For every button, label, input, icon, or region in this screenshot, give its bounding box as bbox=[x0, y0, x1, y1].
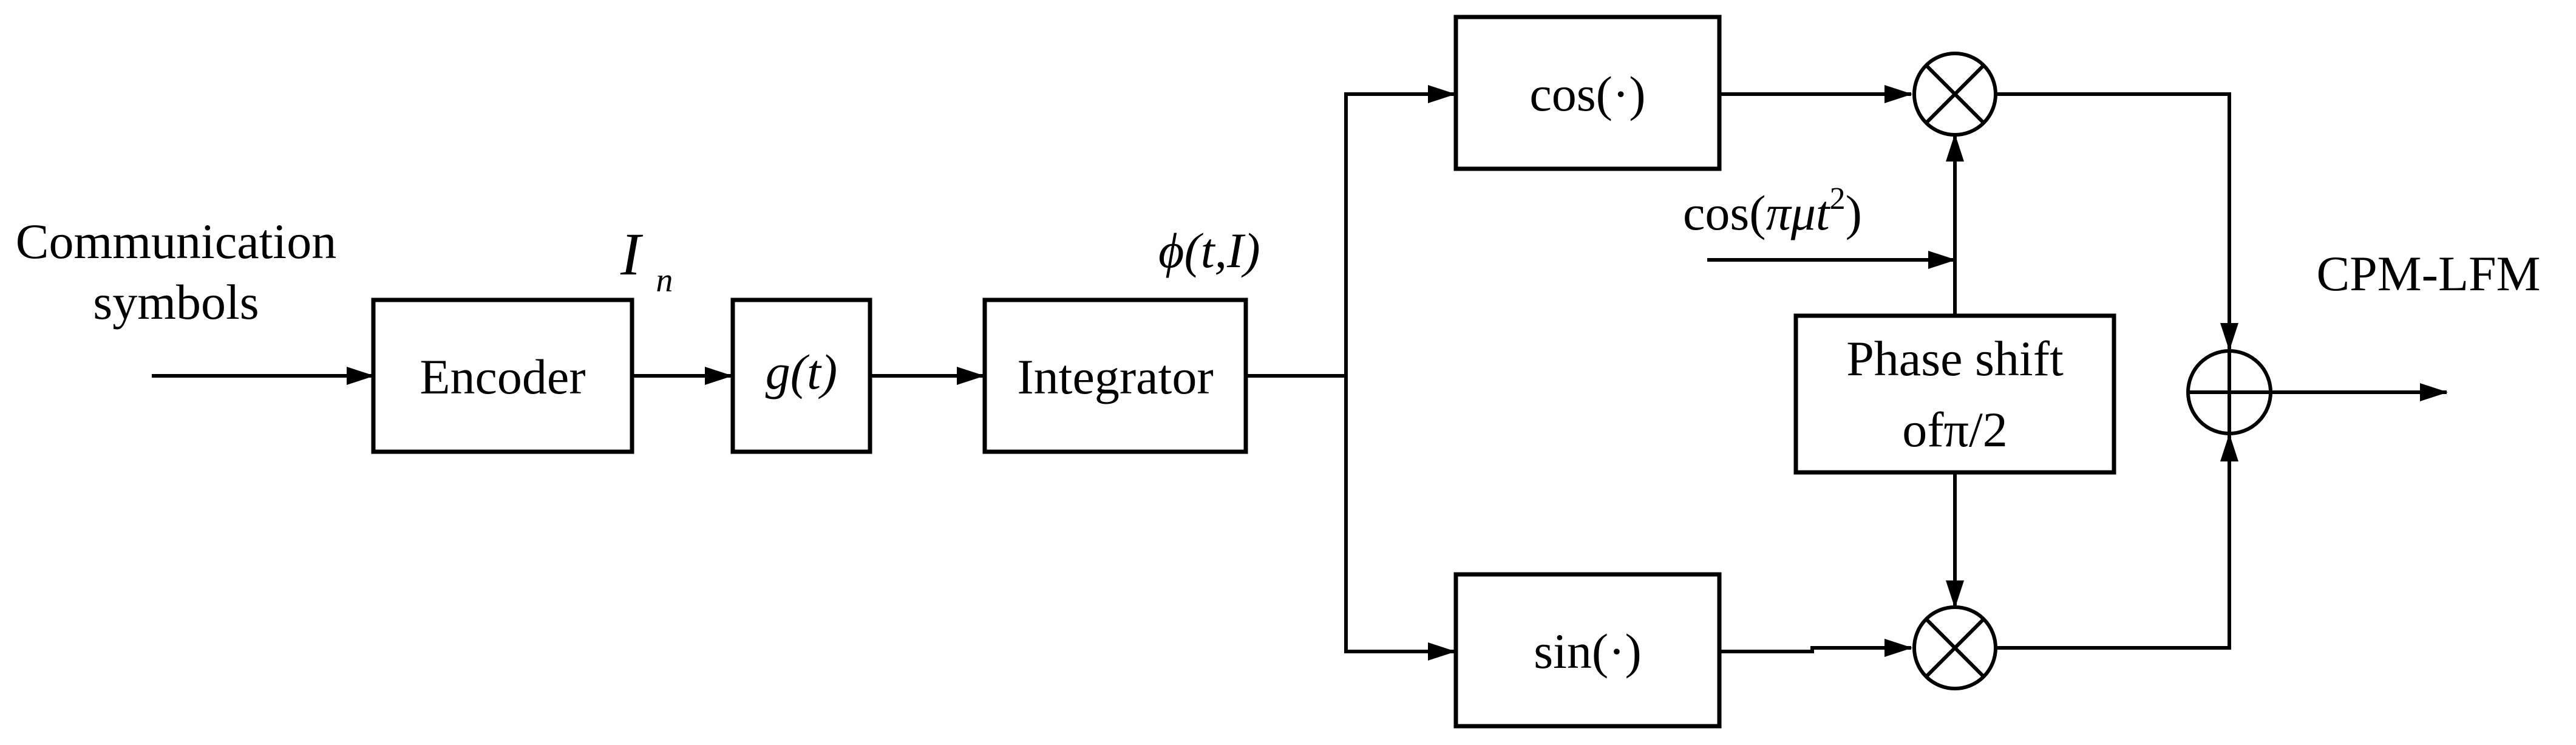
shaping-filter-label: g(t) bbox=[766, 344, 837, 400]
sine-block bbox=[1453, 572, 1722, 729]
encoder-block bbox=[371, 298, 634, 454]
wire-split-to-sin bbox=[1344, 376, 1456, 661]
wire-split-to-cos bbox=[1344, 85, 1456, 376]
encoded-symbol-label: I n bbox=[620, 220, 673, 299]
output-label: CPM-LFM bbox=[2316, 246, 2540, 301]
wire-sin-to-multiplier bbox=[1719, 639, 1912, 657]
adder-symbol bbox=[2186, 349, 2272, 435]
phase-shift-block bbox=[1793, 313, 2116, 475]
integrator-block bbox=[982, 298, 1248, 454]
upper-multiplier-symbol bbox=[1912, 52, 1997, 137]
wire-upper-multiplier-to-adder bbox=[1996, 92, 2238, 351]
cosine-block bbox=[1453, 15, 1722, 171]
input-label-line2: symbols bbox=[93, 274, 259, 330]
input-label-line1: Communication bbox=[16, 214, 336, 269]
phase-shift-label-line2: ofπ/2 bbox=[1902, 402, 2008, 457]
integrator-label: Integrator bbox=[1017, 349, 1213, 404]
lower-multiplier-symbol bbox=[1912, 605, 1997, 690]
phase-shift-label-line1: Phase shift bbox=[1846, 331, 2064, 386]
wire-lower-multiplier-to-adder bbox=[1996, 434, 2238, 650]
shaping-filter-block bbox=[730, 298, 872, 454]
sine-label: sin(·) bbox=[1534, 624, 1642, 679]
encoder-label: Encoder bbox=[420, 349, 585, 404]
phase-signal-label: ϕ(t,I) bbox=[1158, 223, 1260, 278]
carrier-label: cos(πμt2) bbox=[1683, 182, 1862, 240]
cosine-label: cos(·) bbox=[1529, 66, 1645, 121]
